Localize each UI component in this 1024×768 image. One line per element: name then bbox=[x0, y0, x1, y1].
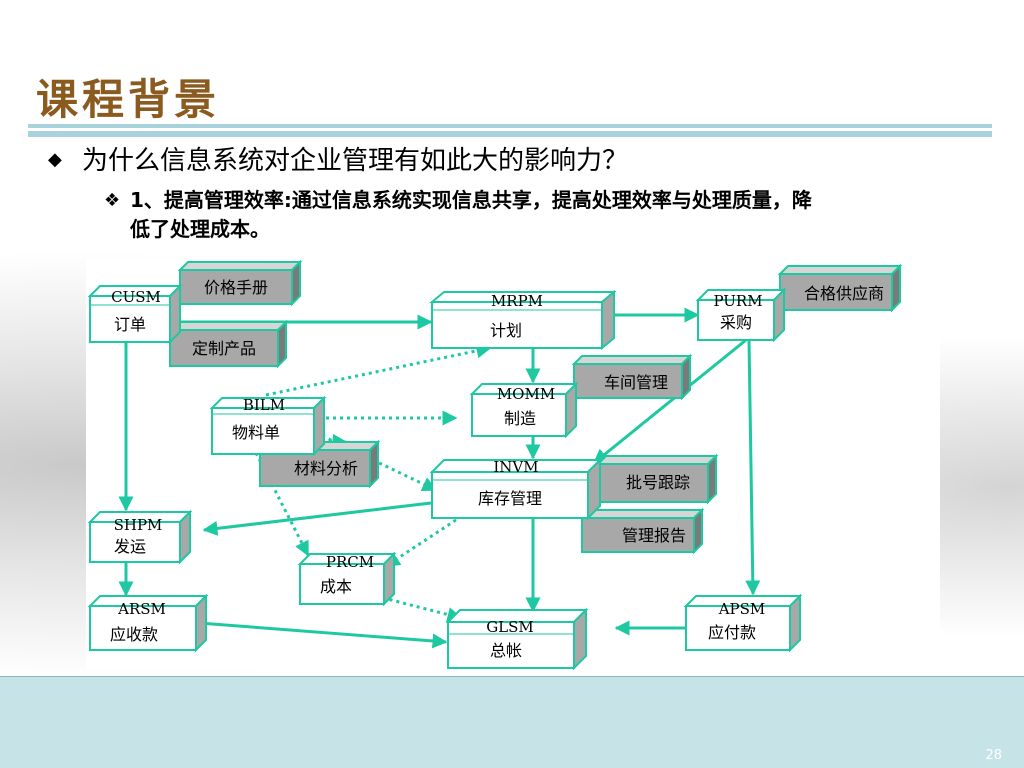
page-number: 28 bbox=[985, 748, 1002, 763]
bullet-level-1-text: 为什么信息系统对企业管理有如此大的影响力？ bbox=[82, 146, 629, 176]
side-box-price-manual: 价格手册 bbox=[177, 259, 303, 307]
module-shpm: SHPM 发运 bbox=[87, 509, 193, 565]
module-arsm: ARSM 应收款 bbox=[87, 593, 209, 653]
footer-bar bbox=[0, 676, 1024, 768]
svg-text:PURM: PURM bbox=[713, 292, 762, 310]
svg-text:发运: 发运 bbox=[114, 537, 146, 556]
svg-text:应付款: 应付款 bbox=[708, 623, 756, 642]
flow-bilm-prcm bbox=[254, 452, 310, 557]
svg-text:应收款: 应收款 bbox=[110, 625, 158, 644]
svg-text:SHPM: SHPM bbox=[114, 516, 163, 534]
side-box-management-report: 管理报告 bbox=[579, 507, 705, 555]
svg-text:总帐: 总帐 bbox=[490, 641, 522, 660]
svg-text:CUSM: CUSM bbox=[111, 288, 161, 306]
svg-text:MRPM: MRPM bbox=[491, 292, 543, 310]
footer-divider bbox=[0, 676, 1024, 677]
side-box-batch-tracking: 批号跟踪 bbox=[595, 453, 719, 505]
svg-text:PRCM: PRCM bbox=[326, 553, 374, 571]
svg-text:MOMM: MOMM bbox=[497, 385, 555, 403]
module-momm: MOMM 制造 bbox=[469, 381, 579, 439]
module-cusm: CUSM 订单 bbox=[87, 283, 183, 345]
module-glsm: GLSM 总帐 bbox=[445, 607, 589, 671]
bullet-level-2-text: 1、提高管理效率:通过信息系统实现信息共享，提高处理效率与处理质量，降低了处理成… bbox=[130, 188, 812, 241]
svg-text:APSM: APSM bbox=[718, 600, 766, 618]
side-box-shop-management: 车间管理 bbox=[571, 353, 693, 401]
svg-text:采购: 采购 bbox=[720, 313, 752, 332]
module-prcm: PRCM 成本 bbox=[297, 551, 397, 607]
module-bilm: BILM 物料单 bbox=[209, 395, 327, 457]
svg-text:管理报告: 管理报告 bbox=[622, 526, 686, 545]
svg-text:ARSM: ARSM bbox=[117, 600, 166, 618]
svg-text:材料分析: 材料分析 bbox=[294, 459, 358, 478]
module-mrpm: MRPM 计划 bbox=[429, 289, 617, 351]
svg-text:批号跟踪: 批号跟踪 bbox=[626, 473, 690, 492]
svg-text:车间管理: 车间管理 bbox=[604, 373, 668, 392]
module-apsm: APSM 应付款 bbox=[683, 593, 803, 653]
flow-bilm-mrpm bbox=[265, 343, 492, 397]
bullet-level-1: ◆ 为什么信息系统对企业管理有如此大的影响力？ bbox=[48, 140, 628, 177]
svg-text:物料单: 物料单 bbox=[232, 423, 280, 442]
slide-title: 课程背景 bbox=[36, 75, 221, 124]
side-box-custom-product: 定制产品 bbox=[167, 319, 289, 369]
flow-prcm-glsm bbox=[375, 594, 463, 622]
svg-text:价格手册: 价格手册 bbox=[204, 278, 268, 297]
svg-text:成本: 成本 bbox=[320, 577, 352, 596]
title-divider-top bbox=[28, 124, 992, 128]
svg-text:合格供应商: 合格供应商 bbox=[804, 284, 884, 303]
flow-invm-prcm bbox=[384, 518, 457, 568]
svg-text:库存管理: 库存管理 bbox=[478, 489, 542, 508]
module-invm: INVM 库存管理 bbox=[429, 457, 603, 521]
bullet-level-2: ❖ 1、提高管理效率:通过信息系统实现信息共享，提高处理效率与处理质量，降低了处… bbox=[104, 186, 824, 244]
flow-purm-invm bbox=[592, 338, 747, 465]
svg-text:INVM: INVM bbox=[493, 458, 538, 476]
title-divider-bottom bbox=[28, 131, 992, 137]
clover-bullet-icon: ❖ bbox=[104, 190, 121, 211]
svg-text:订单: 订单 bbox=[114, 315, 146, 334]
flow-purm-apsm bbox=[745, 339, 761, 596]
svg-text:BILM: BILM bbox=[243, 396, 285, 414]
svg-text:定制产品: 定制产品 bbox=[192, 339, 256, 358]
svg-text:GLSM: GLSM bbox=[486, 618, 534, 636]
diamond-bullet-icon: ◆ bbox=[48, 149, 62, 170]
module-purm: PURM 采购 bbox=[695, 287, 787, 343]
flow-arsm-glsm bbox=[185, 620, 448, 649]
flow-invm-shpm bbox=[202, 501, 432, 536]
svg-text:制造: 制造 bbox=[504, 409, 536, 428]
svg-text:计划: 计划 bbox=[490, 321, 522, 340]
erp-module-diagram: 价格手册 定制产品 合格供应商 车间管理 材料分析 批号跟踪 管理报告 bbox=[86, 258, 940, 671]
side-box-qualified-supplier: 合格供应商 bbox=[777, 263, 903, 313]
